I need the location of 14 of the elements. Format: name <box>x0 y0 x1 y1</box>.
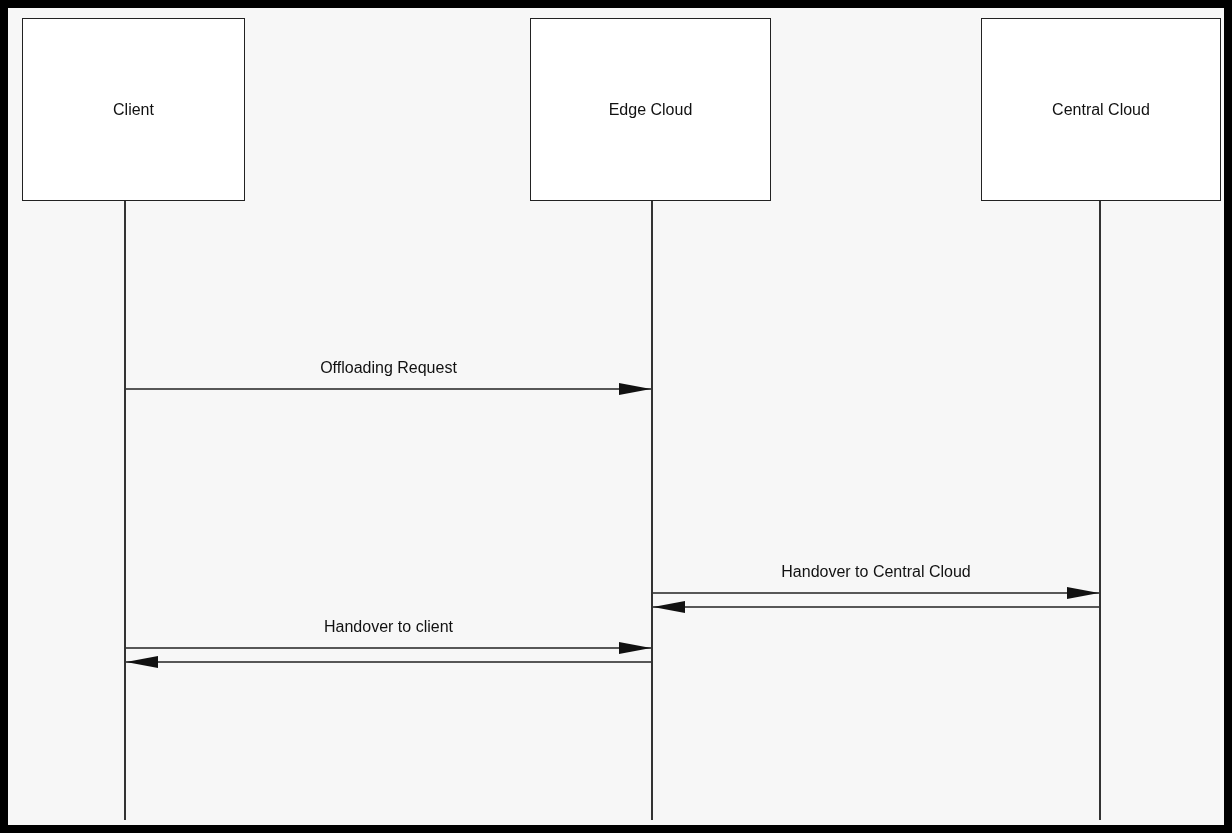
message-arrow <box>652 587 1100 599</box>
lifeline <box>124 201 126 820</box>
participant-label: Edge Cloud <box>608 100 693 119</box>
participant-box <box>981 18 1221 201</box>
participant-label: Central Cloud <box>1052 100 1150 119</box>
participant-box <box>530 18 771 201</box>
participant-box <box>22 18 245 201</box>
message-arrow <box>125 656 652 668</box>
message-arrow <box>652 601 1100 613</box>
message-arrow <box>125 383 652 395</box>
message-arrow <box>125 642 652 654</box>
lifeline <box>651 201 653 820</box>
lifeline <box>1099 201 1101 820</box>
participant-label: Client <box>113 100 154 119</box>
